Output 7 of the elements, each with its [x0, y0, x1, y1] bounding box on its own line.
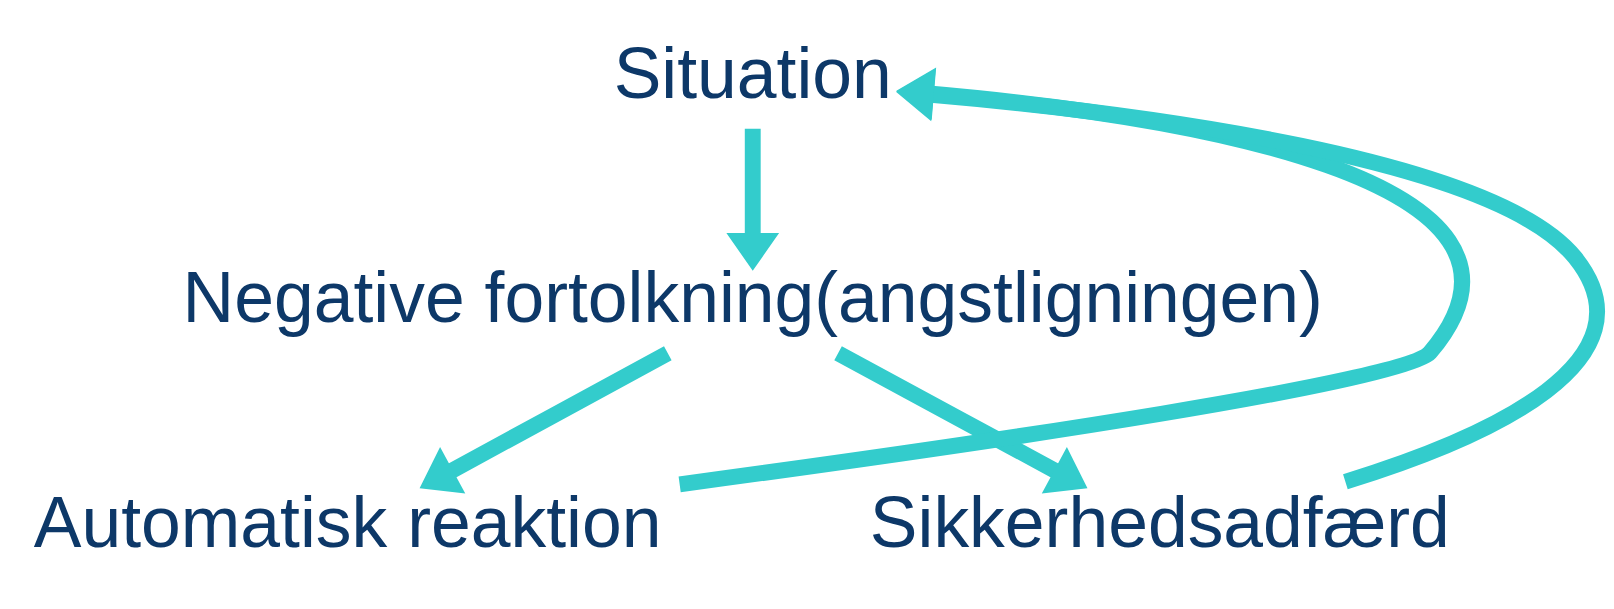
node-text: Negative fortolkning(angstligningen) [182, 256, 1323, 337]
node-text: Automatisk reaktion [33, 481, 662, 562]
node-text: Situation [613, 32, 892, 113]
arrow [419, 345, 672, 493]
arrow [834, 345, 1088, 493]
arrow [726, 128, 780, 271]
node-text: Sikkerhedsadfærd [869, 481, 1450, 562]
